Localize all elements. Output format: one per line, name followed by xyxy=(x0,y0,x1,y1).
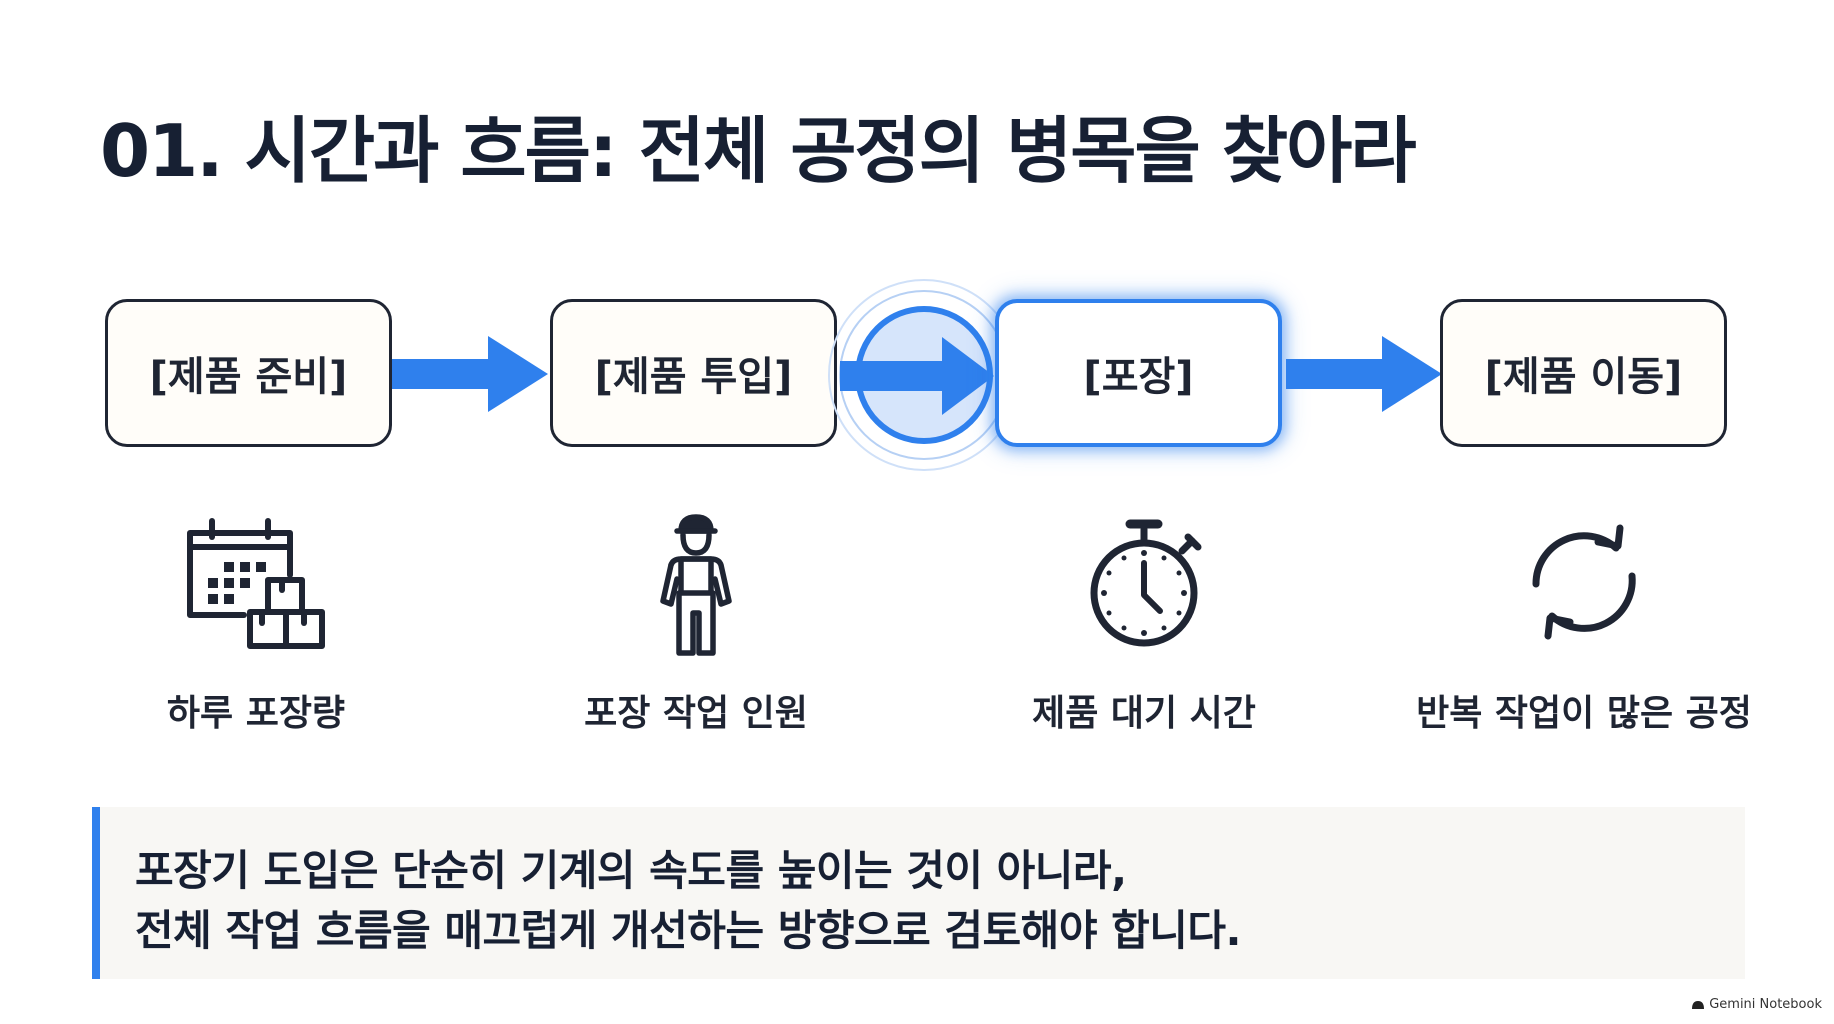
calendar-boxes-icon xyxy=(187,518,325,649)
worker-icon xyxy=(660,514,732,656)
factor-workforce: 포장 작업 인원 xyxy=(584,693,808,734)
bottleneck-highlight-icon xyxy=(828,279,1020,471)
key-note xyxy=(92,807,1745,979)
note-line-1: 포장기 도입은 단순히 기계의 속도를 높이는 것이 아니라, xyxy=(135,846,1127,895)
watermark: Gemini Notebook xyxy=(1691,997,1822,1012)
note-line-2: 전체 작업 흐름을 매끄럽게 개선하는 방향으로 검토해야 합니다. xyxy=(135,906,1241,955)
flow-arrow-icon xyxy=(1286,336,1442,412)
step-product-move: [제품 이동] xyxy=(1440,299,1727,447)
stopwatch-icon xyxy=(1090,519,1202,647)
flow-arrow-icon xyxy=(392,336,548,412)
step-product-prep: [제품 준비] xyxy=(105,299,392,447)
notebook-logo-icon xyxy=(1692,1000,1705,1009)
refresh-cycle-icon xyxy=(1532,524,1636,640)
watermark-label: Gemini Notebook xyxy=(1709,997,1822,1012)
step-packaging: [포장] xyxy=(995,299,1282,447)
page-title: 01. 시간과 흐름: 전체 공정의 병목을 찾아라 xyxy=(100,109,1417,193)
step-product-input: [제품 투입] xyxy=(550,299,837,447)
factor-daily-volume: 하루 포장량 xyxy=(166,693,346,734)
factor-wait-time: 제품 대기 시간 xyxy=(1032,693,1256,734)
factor-repetitive-process: 반복 작업이 많은 공정 xyxy=(1416,693,1752,734)
